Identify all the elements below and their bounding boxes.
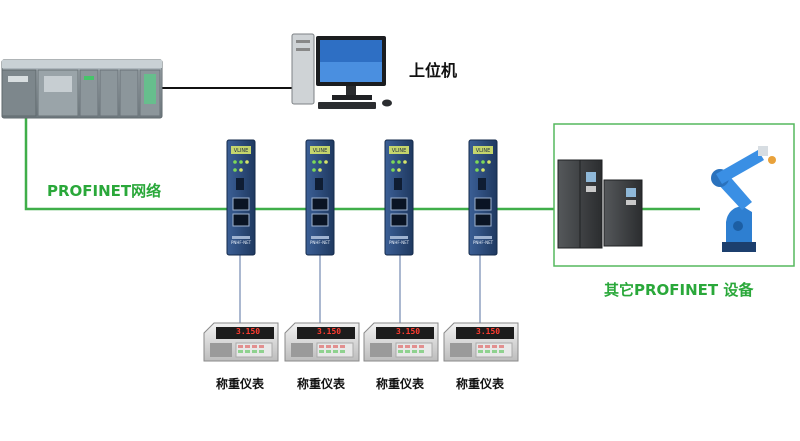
- gateway-3: [384, 139, 414, 256]
- weighing-indicator-1: [203, 322, 279, 362]
- gateway-4: [468, 139, 498, 256]
- scale-4-label: 称重仪表: [455, 377, 504, 391]
- gateway-1-brand: VLINE: [234, 148, 249, 154]
- plc-controller: [1, 59, 163, 119]
- other-devices-label: 其它PROFINET 设备: [604, 281, 754, 299]
- host-pc-label: 上位机: [409, 61, 458, 80]
- industrial-robot: [711, 146, 776, 252]
- scale-1-display: 3.150: [236, 327, 260, 336]
- host-pc: [291, 33, 392, 109]
- gateway-1: [226, 139, 256, 256]
- gateway-1-model: PNHF-NET: [231, 240, 252, 245]
- gateway-scale-links: [239, 255, 481, 325]
- weighing-indicator-2: [284, 322, 360, 362]
- scale-3-label: 称重仪表: [375, 377, 424, 391]
- drive-cabinet-large: [557, 159, 603, 249]
- profinet-network-line: [24, 118, 700, 211]
- gateway-3-brand: VLINE: [392, 148, 407, 154]
- drive-cabinet-small: [603, 179, 643, 247]
- weighing-indicator-3: [363, 322, 439, 362]
- scale-2-label: 称重仪表: [296, 377, 345, 391]
- weighing-indicator-4: [443, 322, 519, 362]
- scale-4-display: 3.150: [476, 327, 500, 336]
- gateway-4-model: PNHF-NET: [473, 240, 494, 245]
- gateway-3-model: PNHF-NET: [389, 240, 410, 245]
- scale-3-display: 3.150: [396, 327, 420, 336]
- scale-2-display: 3.150: [317, 327, 341, 336]
- gateway-2-brand: VLINE: [313, 148, 328, 154]
- scale-1-label: 称重仪表: [215, 377, 264, 391]
- gateway-2-model: PNHF-NET: [310, 240, 331, 245]
- network-label: PROFINET网络: [47, 182, 162, 200]
- other-devices-frame: [553, 123, 795, 267]
- gateway-2: [305, 139, 335, 256]
- gateway-4-brand: VLINE: [476, 148, 491, 154]
